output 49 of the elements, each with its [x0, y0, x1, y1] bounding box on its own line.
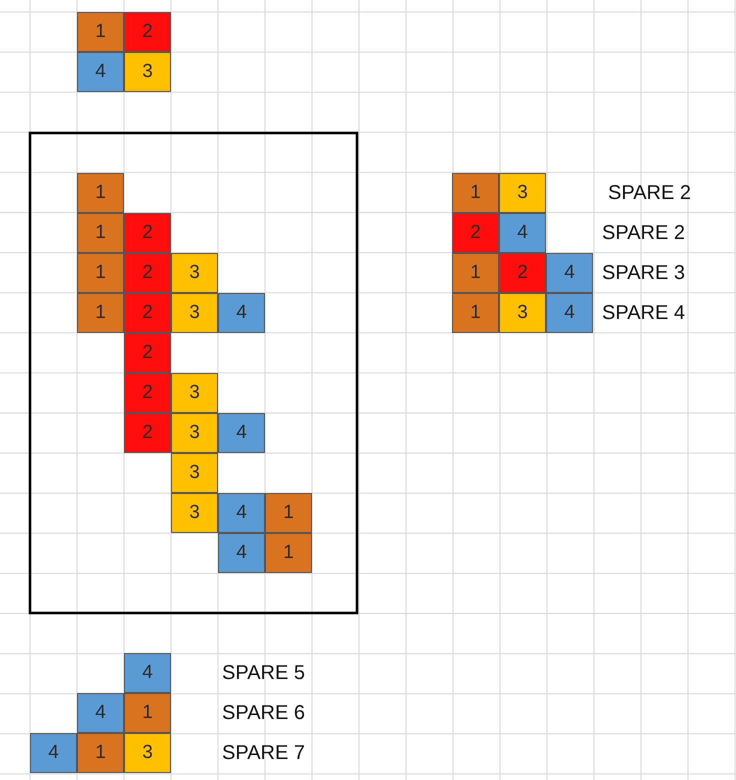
number-tile: 4 [499, 213, 546, 253]
number-tile: 4 [77, 52, 124, 92]
number-tile: 1 [77, 253, 124, 293]
number-tile: 2 [124, 12, 171, 52]
number-tile: 4 [546, 253, 593, 293]
number-tile: 2 [124, 253, 171, 293]
spare-label: SPARE 6 [222, 700, 305, 726]
number-tile: 1 [124, 693, 171, 733]
number-tile: 4 [218, 413, 265, 453]
number-tile: 1 [265, 493, 312, 533]
number-tile: 2 [124, 213, 171, 253]
number-tile: 4 [218, 533, 265, 573]
number-tile: 3 [171, 293, 218, 333]
spare-label: SPARE 3 [602, 260, 685, 286]
number-tile: 4 [218, 293, 265, 333]
spare-label: SPARE 5 [222, 660, 305, 686]
number-tile: 1 [452, 293, 499, 333]
number-tile: 1 [77, 293, 124, 333]
number-tile: 4 [218, 493, 265, 533]
spare-label: SPARE 2 [608, 180, 691, 206]
spare-label: SPARE 2 [602, 220, 685, 246]
number-tile: 2 [124, 293, 171, 333]
number-tile: 4 [77, 693, 124, 733]
number-tile: 1 [452, 253, 499, 293]
spare-label: SPARE 4 [602, 300, 685, 326]
number-tile: 4 [546, 293, 593, 333]
number-tile: 2 [124, 373, 171, 413]
number-tile: 3 [499, 293, 546, 333]
number-tile: 1 [452, 173, 499, 213]
number-tile: 3 [124, 733, 171, 773]
number-tile: 1 [265, 533, 312, 573]
number-tile: 1 [77, 173, 124, 213]
number-tile: 2 [124, 333, 171, 373]
number-tile: 1 [77, 733, 124, 773]
number-tile: 3 [171, 453, 218, 493]
number-tile: 3 [499, 173, 546, 213]
number-tile: 3 [124, 52, 171, 92]
number-tile: 2 [124, 413, 171, 453]
number-tile: 4 [30, 733, 77, 773]
number-tile: 3 [171, 253, 218, 293]
number-tile: 3 [171, 493, 218, 533]
number-tile: 3 [171, 373, 218, 413]
number-tile: 2 [499, 253, 546, 293]
number-tile: 2 [452, 213, 499, 253]
number-tile: 1 [77, 12, 124, 52]
number-tile: 1 [77, 213, 124, 253]
number-tile: 4 [124, 653, 171, 693]
spare-label: SPARE 7 [222, 740, 305, 766]
number-tile: 3 [171, 413, 218, 453]
